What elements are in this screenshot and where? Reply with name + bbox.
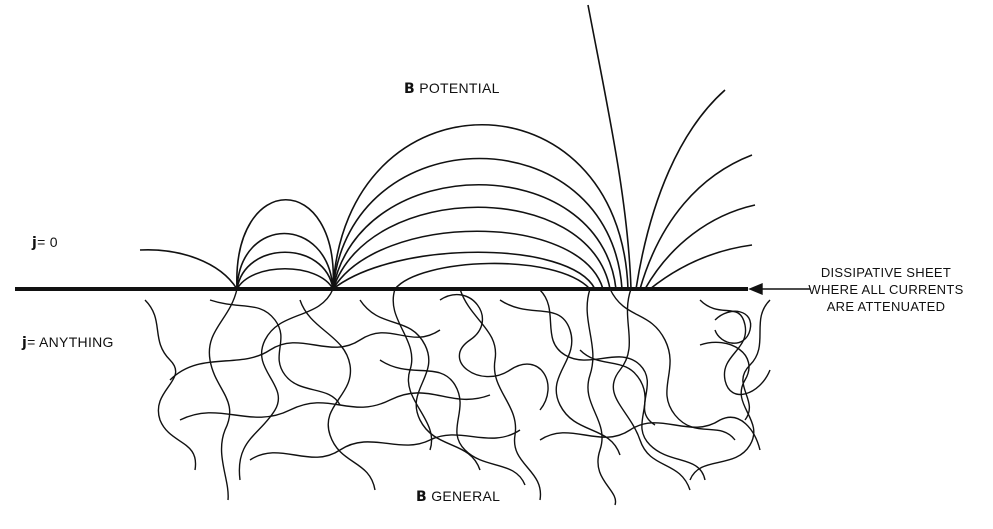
b-symbol: B <box>404 81 415 97</box>
field-line <box>636 90 725 289</box>
field-loop <box>237 234 333 290</box>
tangled-line <box>300 300 375 490</box>
label-b-potential: B POTENTIAL <box>404 80 500 97</box>
field-loop <box>395 263 590 289</box>
sheet-label-line-2: WHERE ALL CURRENTS <box>808 282 964 297</box>
j-anything-text: = ANYTHING <box>27 334 114 350</box>
field-line <box>645 205 755 289</box>
tangled-line <box>715 311 751 343</box>
sheet-label-line-1: DISSIPATIVE SHEET <box>820 265 952 280</box>
tangled-line <box>613 289 690 490</box>
tangled-line <box>540 417 760 450</box>
dissipative-sheet-label: DISSIPATIVE SHEET WHERE ALL CURRENTS ARE… <box>786 264 986 315</box>
field-line <box>640 155 752 289</box>
field-loop <box>237 269 333 289</box>
field-loop <box>237 200 333 289</box>
tangled-line <box>145 300 196 470</box>
j-symbol: j <box>32 235 38 251</box>
field-loop <box>333 125 628 289</box>
b-symbol: B <box>416 489 427 505</box>
field-line <box>588 5 631 289</box>
field-loop <box>333 231 603 289</box>
tangled-line <box>580 350 705 480</box>
label-b-general: B GENERAL <box>416 488 500 505</box>
field-loop <box>333 252 595 289</box>
field-loop <box>333 159 622 290</box>
potential-text: POTENTIAL <box>419 80 500 96</box>
field-loop <box>333 185 616 289</box>
tangled-line <box>360 300 480 470</box>
general-text: GENERAL <box>431 488 501 504</box>
tangled-line <box>209 289 237 500</box>
tangled-line <box>440 295 548 410</box>
j-zero-text: = 0 <box>37 234 58 250</box>
field-loop <box>237 252 333 289</box>
tangled-line <box>587 289 615 505</box>
tangled-line <box>210 300 340 405</box>
field-line <box>140 250 237 289</box>
potential-field-loops <box>140 5 755 289</box>
sheet-label-line-3: ARE ATTENUATED <box>826 299 946 314</box>
tangled-field-lines <box>145 289 770 505</box>
tangled-line <box>690 342 754 480</box>
label-j-anything: j= ANYTHING <box>22 334 114 351</box>
tangled-line <box>743 300 770 420</box>
tangled-line <box>500 300 620 455</box>
tangled-line <box>170 330 440 380</box>
tangled-line <box>239 289 333 480</box>
field-line <box>650 245 752 289</box>
tangled-line <box>610 289 735 440</box>
tangled-line <box>250 430 520 460</box>
sheet-arrow <box>750 284 810 294</box>
tangled-line <box>380 360 525 485</box>
field-loop <box>333 207 610 289</box>
label-j-zero: j= 0 <box>32 234 58 251</box>
j-symbol: j <box>22 335 28 351</box>
tangled-line <box>460 289 540 500</box>
tangled-line <box>540 290 655 425</box>
